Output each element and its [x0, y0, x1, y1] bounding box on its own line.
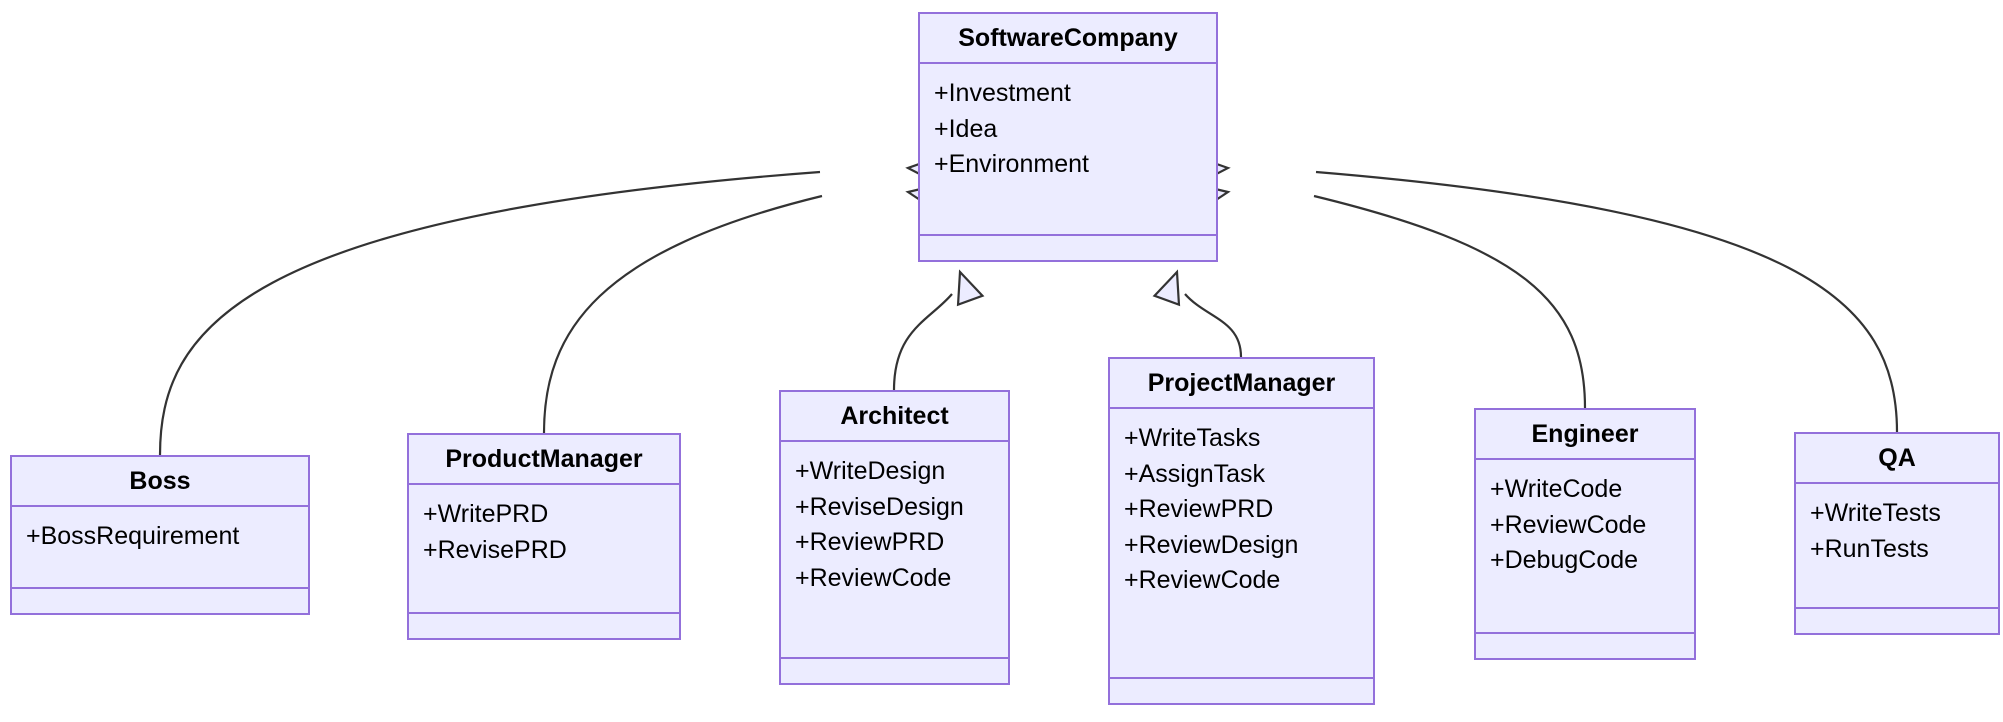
- class-attribute: +ReviewCode: [1124, 566, 1281, 594]
- class-attributes-architect: +WriteDesign +ReviseDesign +ReviewPRD +Revi…: [781, 442, 1008, 659]
- class-attribute: +ReviewPRD: [1124, 495, 1274, 523]
- class-attributes-project-manager: +WriteTasks +AssignTask +ReviewPRD +ReviewD…: [1110, 409, 1373, 679]
- class-methods-project-manager: [1110, 679, 1373, 703]
- class-attribute: +ReviseDesign: [795, 492, 964, 521]
- edge-line: [1184, 293, 1243, 358]
- uml-class-product-manager[interactable]: ProductManager +WritePRD +RevisePRD: [407, 433, 681, 640]
- class-attribute: +WriteTests: [1810, 499, 1941, 527]
- edge-line: [1315, 170, 1899, 433]
- class-attributes-engineer: +WriteCode +ReviewCode +DebugCode: [1476, 460, 1694, 634]
- class-attributes-qa: +WriteTests +RunTests: [1796, 484, 1998, 609]
- class-name-engineer: Engineer: [1476, 410, 1694, 460]
- generalization-arrowhead-icon: [1152, 269, 1181, 307]
- class-attribute: +BossRequirement: [26, 522, 240, 550]
- uml-class-software-company[interactable]: SoftwareCompany +Investment +Idea +Environm…: [918, 12, 1218, 262]
- class-name-boss: Boss: [12, 457, 308, 507]
- uml-class-engineer[interactable]: Engineer +WriteCode +ReviewCode +DebugCode: [1474, 408, 1696, 660]
- uml-class-qa[interactable]: QA +WriteTests +RunTests: [1794, 432, 2000, 635]
- class-attribute: +ReviewDesign: [1124, 530, 1299, 559]
- class-attribute: +ReviewCode: [1490, 510, 1647, 539]
- class-attribute: +ReviewPRD: [795, 528, 945, 556]
- class-methods-software-company: [920, 236, 1216, 260]
- class-methods-engineer: [1476, 634, 1694, 658]
- class-attributes-software-company: +Investment +Idea +Environment: [920, 64, 1216, 236]
- class-attributes-boss: +BossRequirement: [12, 507, 308, 589]
- class-attributes-product-manager: +WritePRD +RevisePRD: [409, 485, 679, 614]
- edge-line: [892, 293, 953, 391]
- class-name-qa: QA: [1796, 434, 1998, 484]
- class-methods-product-manager: [409, 614, 679, 638]
- uml-class-boss[interactable]: Boss +BossRequirement: [10, 455, 310, 615]
- class-methods-qa: [1796, 609, 1998, 633]
- class-attribute: +ReviewCode: [795, 563, 952, 592]
- class-name-software-company: SoftwareCompany: [920, 14, 1216, 64]
- uml-class-project-manager[interactable]: ProjectManager +WriteTasks +AssignTask +Rev…: [1108, 357, 1375, 705]
- edge-line: [158, 170, 821, 456]
- class-attribute: +Investment: [934, 79, 1071, 107]
- class-attribute: +AssignTask: [1124, 459, 1266, 488]
- class-attribute: +Idea: [934, 114, 998, 143]
- class-attribute: +RevisePRD: [423, 535, 567, 564]
- class-methods-architect: [781, 659, 1008, 683]
- class-attribute: +WriteDesign: [795, 457, 946, 485]
- class-attribute: +WriteTasks: [1124, 424, 1261, 452]
- class-attribute: +WritePRD: [423, 500, 549, 528]
- generalization-arrowhead-icon: [956, 269, 985, 307]
- class-attribute: +WriteCode: [1490, 475, 1623, 503]
- generalization-edge-architect: [892, 269, 985, 391]
- generalization-edge-project-manager: [1152, 269, 1243, 358]
- class-attribute: +RunTests: [1810, 534, 1929, 563]
- class-name-architect: Architect: [781, 392, 1008, 442]
- uml-class-architect[interactable]: Architect +WriteDesign +ReviseDesign +Revie…: [779, 390, 1010, 685]
- class-name-project-manager: ProjectManager: [1110, 359, 1373, 409]
- class-name-product-manager: ProductManager: [409, 435, 679, 485]
- class-attribute: +Environment: [934, 150, 1089, 178]
- class-attribute: +DebugCode: [1490, 546, 1639, 574]
- class-methods-boss: [12, 589, 308, 613]
